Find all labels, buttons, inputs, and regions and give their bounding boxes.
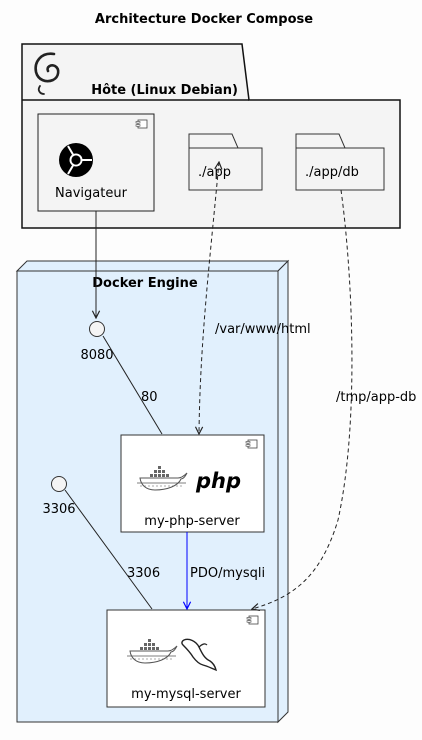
component-icon bbox=[246, 615, 259, 625]
mysql-server-label: my-mysql-server bbox=[131, 687, 241, 702]
host-label: Hôte (Linux Debian) bbox=[91, 83, 238, 98]
app-volume-edge bbox=[199, 162, 219, 434]
app-volume-label: /var/www/html bbox=[215, 322, 311, 337]
php-logo-icon: php bbox=[195, 469, 241, 493]
component-icon bbox=[245, 439, 258, 449]
mysql-dolphin-icon bbox=[181, 638, 218, 672]
browser-component[interactable]: Navigateur bbox=[37, 113, 155, 212]
browser-label: Navigateur bbox=[55, 186, 128, 201]
db-folder[interactable]: ./app/db bbox=[295, 133, 385, 191]
engine-label: Docker Engine bbox=[92, 276, 198, 291]
db-volume-edge bbox=[252, 189, 353, 609]
chrome-icon bbox=[59, 143, 93, 177]
mysql-server-component[interactable]: my-mysql-server bbox=[106, 609, 266, 708]
port-80-edge bbox=[102, 335, 163, 435]
port-8080-label: 8080 bbox=[80, 348, 113, 363]
port-3306-edge bbox=[64, 489, 153, 610]
debian-swirl-icon bbox=[34, 52, 60, 95]
db-volume-label: /tmp/app-db bbox=[336, 390, 416, 405]
pdo-edge-label: PDO/mysqli bbox=[190, 566, 265, 581]
db-folder-label: ./app/db bbox=[305, 165, 359, 180]
php-server-label: my-php-server bbox=[144, 514, 240, 529]
app-folder-label: ./app bbox=[198, 165, 231, 180]
port-3306-edge-label: 3306 bbox=[127, 566, 160, 581]
port-80-label: 80 bbox=[141, 390, 158, 405]
port-3306-label: 3306 bbox=[42, 502, 75, 517]
php-server-component[interactable]: php my-php-server bbox=[120, 434, 265, 533]
port-3306: 3306 bbox=[42, 476, 76, 517]
diagram-title: Architecture Docker Compose bbox=[95, 12, 313, 27]
component-icon bbox=[135, 119, 148, 129]
port-8080: 8080 bbox=[80, 321, 114, 363]
